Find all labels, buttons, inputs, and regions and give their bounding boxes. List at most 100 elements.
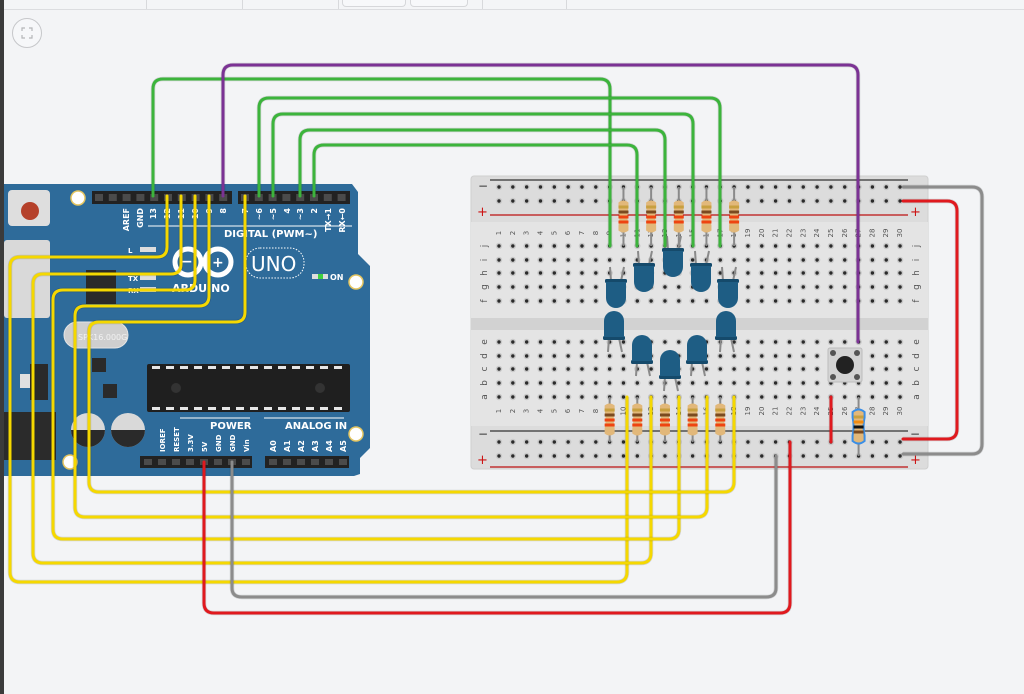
- breadboard-hole[interactable]: [511, 185, 515, 189]
- header-pin[interactable]: [325, 459, 333, 465]
- breadboard-hole[interactable]: [884, 454, 888, 458]
- breadboard-hole[interactable]: [870, 244, 875, 248]
- breadboard-hole[interactable]: [884, 244, 888, 248]
- resistor[interactable]: [632, 397, 643, 442]
- breadboard-hole[interactable]: [704, 299, 709, 303]
- led[interactable]: [603, 311, 625, 353]
- breadboard-hole[interactable]: [760, 299, 764, 303]
- breadboard-hole[interactable]: [552, 381, 557, 385]
- resistor[interactable]: [729, 187, 740, 246]
- resistor[interactable]: [715, 397, 726, 442]
- breadboard-hole[interactable]: [815, 367, 819, 371]
- breadboard-hole[interactable]: [511, 199, 515, 203]
- breadboard-hole[interactable]: [607, 454, 612, 458]
- breadboard-hole[interactable]: [663, 285, 667, 289]
- breadboard-hole[interactable]: [898, 244, 902, 248]
- breadboard-hole[interactable]: [815, 454, 819, 458]
- breadboard-hole[interactable]: [497, 381, 501, 385]
- breadboard-hole[interactable]: [787, 199, 792, 203]
- resistor[interactable]: [604, 397, 615, 442]
- breadboard-hole[interactable]: [538, 258, 543, 262]
- breadboard-hole[interactable]: [524, 454, 529, 458]
- breadboard-hole[interactable]: [884, 185, 888, 189]
- led[interactable]: [633, 250, 655, 292]
- breadboard-hole[interactable]: [621, 258, 626, 262]
- header-pin[interactable]: [214, 459, 222, 465]
- wire-green-pin13[interactable]: [151, 77, 612, 248]
- breadboard-hole[interactable]: [773, 271, 778, 275]
- breadboard-hole[interactable]: [524, 285, 529, 289]
- breadboard-hole[interactable]: [843, 454, 847, 458]
- breadboard-hole[interactable]: [552, 199, 557, 203]
- breadboard-hole[interactable]: [566, 244, 570, 248]
- breadboard-hole[interactable]: [773, 258, 778, 262]
- led[interactable]: [605, 266, 627, 308]
- breadboard-hole[interactable]: [635, 454, 639, 458]
- breadboard-hole[interactable]: [538, 299, 543, 303]
- led[interactable]: [717, 266, 739, 308]
- breadboard-hole[interactable]: [815, 440, 819, 444]
- breadboard-hole[interactable]: [552, 185, 557, 189]
- breadboard-hole[interactable]: [760, 367, 764, 371]
- breadboard-hole[interactable]: [663, 340, 667, 344]
- breadboard-hole[interactable]: [815, 199, 819, 203]
- header-pin[interactable]: [254, 194, 263, 201]
- breadboard-hole[interactable]: [884, 354, 888, 358]
- breadboard-hole[interactable]: [760, 454, 764, 458]
- led[interactable]: [690, 250, 712, 292]
- breadboard-hole[interactable]: [760, 354, 764, 358]
- breadboard-hole[interactable]: [815, 271, 819, 275]
- breadboard-hole[interactable]: [815, 354, 819, 358]
- breadboard-hole[interactable]: [829, 454, 833, 458]
- breadboard-hole[interactable]: [580, 381, 584, 385]
- breadboard-hole[interactable]: [898, 258, 902, 262]
- breadboard-hole[interactable]: [566, 381, 570, 385]
- breadboard-hole[interactable]: [524, 244, 529, 248]
- breadboard-hole[interactable]: [538, 271, 543, 275]
- header-pin[interactable]: [242, 459, 250, 465]
- breadboard-hole[interactable]: [760, 244, 764, 248]
- header-pin[interactable]: [337, 194, 346, 201]
- resistor[interactable]: [646, 187, 657, 246]
- breadboard-hole[interactable]: [843, 244, 847, 248]
- breadboard-hole[interactable]: [746, 199, 750, 203]
- breadboard-hole[interactable]: [497, 244, 501, 248]
- breadboard-hole[interactable]: [815, 185, 819, 189]
- breadboard-hole[interactable]: [801, 454, 805, 458]
- breadboard-hole[interactable]: [566, 367, 570, 371]
- breadboard-hole[interactable]: [773, 299, 778, 303]
- breadboard-hole[interactable]: [746, 340, 750, 344]
- breadboard-hole[interactable]: [690, 299, 695, 303]
- breadboard-hole[interactable]: [511, 299, 515, 303]
- breadboard-hole[interactable]: [594, 340, 598, 344]
- breadboard-hole[interactable]: [552, 271, 557, 275]
- breadboard-hole[interactable]: [538, 340, 543, 344]
- breadboard-hole[interactable]: [621, 454, 626, 458]
- breadboard-hole[interactable]: [870, 271, 875, 275]
- breadboard-hole[interactable]: [524, 258, 529, 262]
- wire-green-pin6[interactable]: [257, 96, 722, 248]
- breadboard-hole[interactable]: [594, 381, 598, 385]
- breadboard-hole[interactable]: [511, 271, 515, 275]
- breadboard-hole[interactable]: [690, 381, 695, 385]
- breadboard-hole[interactable]: [580, 354, 584, 358]
- breadboard-hole[interactable]: [801, 185, 805, 189]
- breadboard-hole[interactable]: [787, 381, 792, 385]
- breadboard-hole[interactable]: [497, 271, 501, 275]
- breadboard-hole[interactable]: [552, 354, 557, 358]
- breadboard-hole[interactable]: [538, 367, 543, 371]
- breadboard-hole[interactable]: [787, 367, 792, 371]
- breadboard-hole[interactable]: [843, 340, 847, 344]
- breadboard-hole[interactable]: [497, 258, 501, 262]
- breadboard-hole[interactable]: [787, 185, 792, 189]
- breadboard-hole[interactable]: [898, 340, 902, 344]
- breadboard-hole[interactable]: [870, 367, 875, 371]
- breadboard-hole[interactable]: [497, 440, 501, 444]
- breadboard-hole[interactable]: [815, 340, 819, 344]
- breadboard-hole[interactable]: [898, 395, 902, 399]
- breadboard-hole[interactable]: [773, 395, 778, 399]
- breadboard-hole[interactable]: [801, 395, 805, 399]
- breadboard-hole[interactable]: [870, 340, 875, 344]
- breadboard-hole[interactable]: [704, 367, 709, 371]
- header-pin[interactable]: [311, 459, 319, 465]
